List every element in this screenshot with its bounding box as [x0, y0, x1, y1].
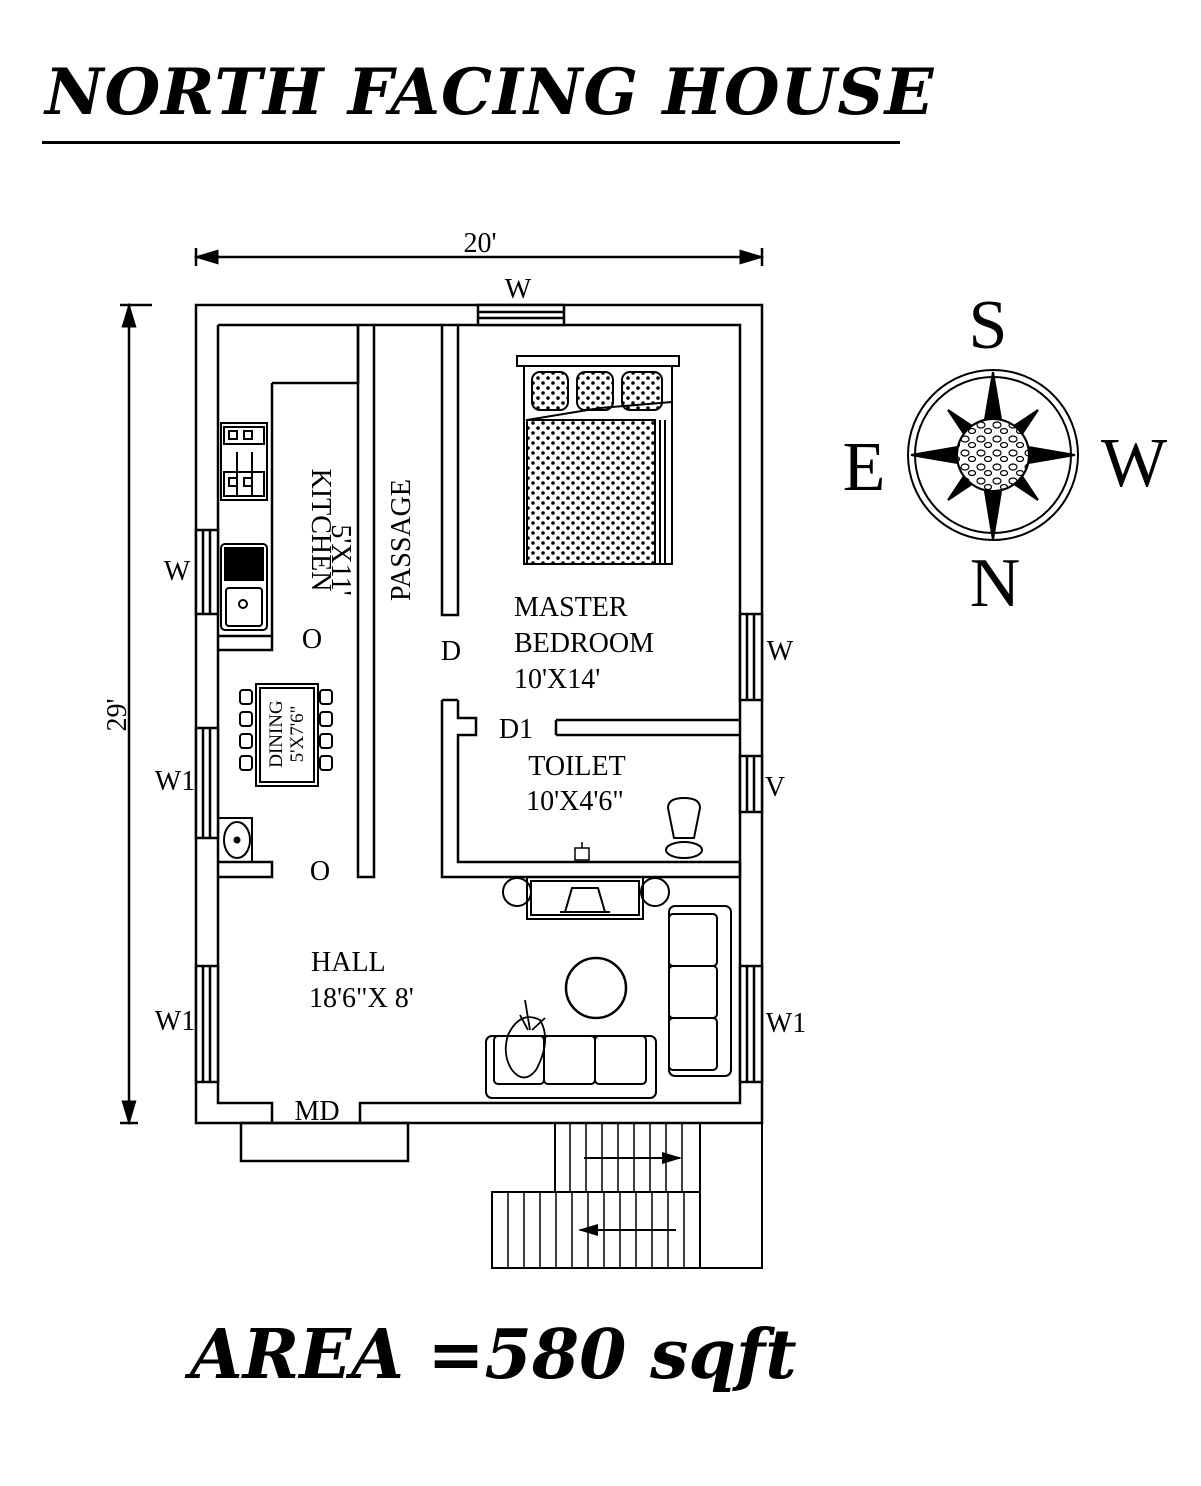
hall-right-window [738, 964, 764, 1084]
wash-basin [217, 817, 253, 863]
bedroom-size: 10'X14' [514, 664, 600, 695]
dining-window-label: W1 [155, 766, 195, 797]
compass-rose-icon [907, 369, 1079, 541]
plant [504, 999, 546, 1079]
water-closet [665, 796, 703, 859]
staircase [491, 1123, 763, 1269]
depth-dimension [120, 302, 152, 1126]
bed [516, 355, 680, 565]
dining-name: DINING [266, 700, 287, 768]
kitchen-window [194, 528, 220, 616]
kitchen-window-label: W [164, 556, 191, 587]
dining-table [239, 683, 333, 787]
kitchen-opening-label: O [302, 624, 322, 655]
kitchen-name: KITCHEN [305, 469, 336, 592]
sofa-bottom [485, 1035, 657, 1099]
hall-size: 18'6"X 8' [309, 983, 414, 1014]
kitchen-size: 5'X11' [325, 524, 356, 595]
depth-label: 29' [102, 698, 133, 731]
tv-unit [502, 876, 670, 920]
page-title: NORTH FACING HOUSE [45, 55, 935, 130]
toilet-door-label: D1 [499, 714, 533, 745]
coffee-table [564, 956, 628, 1020]
bedroom-door-label: D [441, 636, 461, 667]
dining-size: 5'X7'6" [287, 706, 308, 763]
toilet-tap [574, 842, 590, 861]
title-underline [42, 141, 900, 144]
main-door-step [239, 1121, 410, 1163]
main-door-label: MD [294, 1096, 339, 1127]
bedroom-window [738, 612, 764, 702]
toilet-size: 10'X4'6" [526, 786, 624, 817]
hall-left-window [194, 964, 220, 1084]
stove [220, 422, 268, 501]
width-label: 20' [463, 228, 496, 259]
bedroom-name-line2: BEDROOM [514, 628, 654, 659]
toilet-vent-label: V [765, 772, 785, 803]
hall-left-window-label: W1 [155, 1006, 195, 1037]
area-label: AREA =580 sqft [190, 1315, 797, 1395]
kitchen-sink [220, 543, 268, 631]
toilet-name: TOILET [528, 751, 625, 782]
dining-window [194, 726, 220, 840]
interior-walls [218, 323, 742, 879]
hall-name: HALL [311, 947, 386, 978]
top-window [476, 303, 566, 327]
compass-south: S [969, 287, 1008, 364]
compass-west: W [1101, 425, 1167, 502]
bedroom-window-label: W [767, 636, 794, 667]
compass-east: E [843, 429, 886, 506]
top-window-label: W [505, 274, 532, 305]
hall-opening-label: O [310, 856, 330, 887]
bedroom-name-line1: MASTER [514, 592, 628, 623]
passage-name: PASSAGE [386, 479, 417, 601]
hall-right-window-label: W1 [766, 1008, 806, 1039]
sofa-right [668, 905, 732, 1077]
compass-north: N [970, 545, 1021, 622]
toilet-vent [738, 754, 764, 814]
width-dimension [193, 248, 765, 266]
